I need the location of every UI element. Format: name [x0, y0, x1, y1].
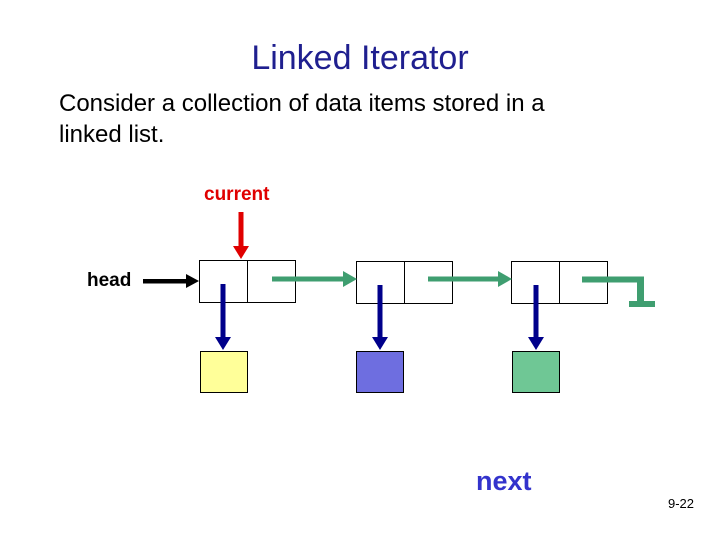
data-item-green — [512, 351, 560, 393]
node-2-next-cell — [405, 262, 453, 303]
body-text: Consider a collection of data items stor… — [59, 90, 545, 148]
list-node-3 — [511, 261, 608, 304]
data-item-yellow — [200, 351, 248, 393]
head-pointer-label: head — [87, 270, 132, 291]
next-pointer-label: next — [476, 466, 532, 496]
node-2-data-cell — [357, 262, 405, 303]
current-pointer-label: current — [204, 184, 270, 205]
page-title: Linked Iterator — [251, 39, 469, 77]
list-node-2 — [356, 261, 453, 304]
head-arrow — [143, 274, 199, 288]
data-item-blue — [356, 351, 404, 393]
current-arrow — [233, 212, 249, 259]
node-1-next-cell — [248, 261, 296, 302]
page-number: 9-22 — [668, 496, 695, 511]
node-3-next-cell — [560, 262, 608, 303]
node-1-data-cell — [200, 261, 248, 302]
list-node-1 — [199, 260, 296, 303]
node-3-data-cell — [512, 262, 560, 303]
